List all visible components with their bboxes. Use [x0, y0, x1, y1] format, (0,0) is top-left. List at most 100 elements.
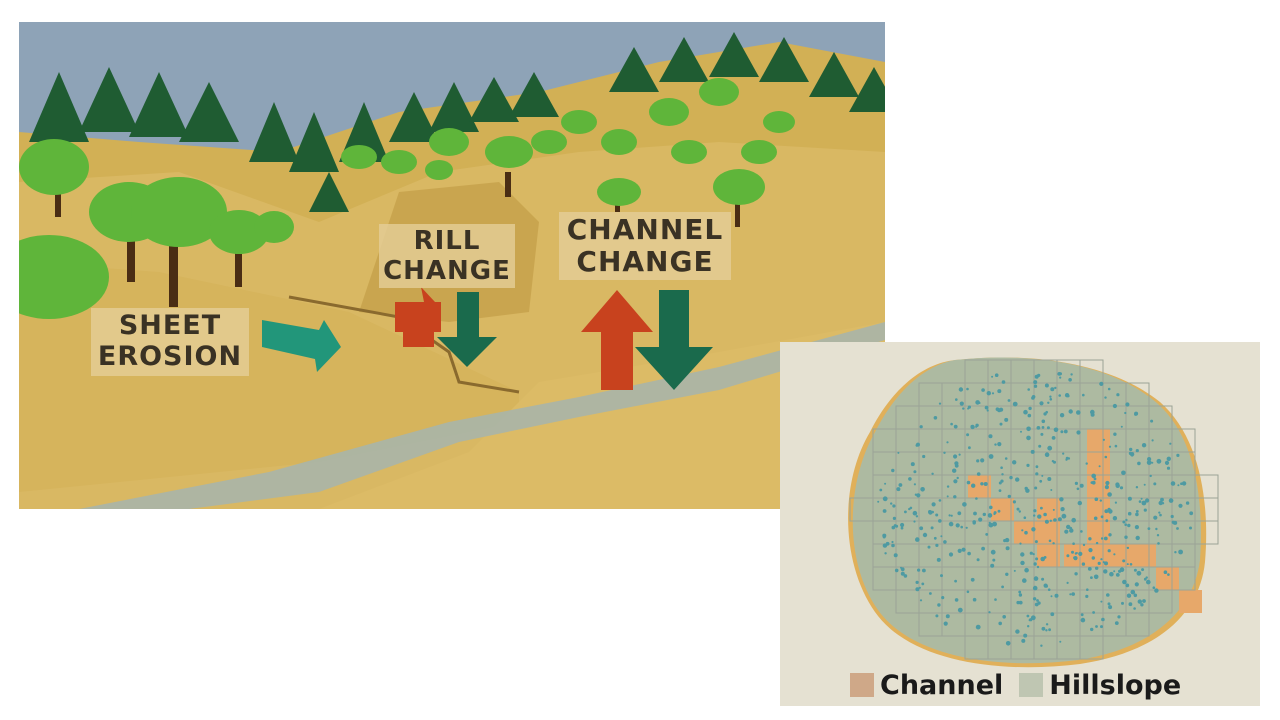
sample-point: [1007, 399, 1011, 402]
sample-point: [1107, 549, 1111, 553]
sample-point: [1104, 561, 1108, 566]
sample-point: [1134, 411, 1139, 416]
sample-point: [1127, 511, 1132, 516]
sample-point: [940, 574, 943, 578]
rill-change-label-line2: CHANGE: [383, 256, 511, 286]
sample-point: [929, 592, 932, 595]
sample-point: [1113, 432, 1117, 436]
sample-point: [910, 462, 915, 467]
sample-point: [953, 479, 958, 484]
sample-point: [989, 505, 993, 510]
sample-point: [890, 502, 893, 505]
sample-point: [1026, 463, 1030, 467]
sample-point: [1095, 625, 1098, 628]
sample-point: [1059, 376, 1062, 379]
sample-point: [919, 425, 923, 429]
sample-point: [980, 482, 984, 486]
sample-point: [909, 506, 913, 510]
sample-point: [1054, 593, 1059, 598]
sample-point: [1156, 534, 1160, 537]
sample-point: [1174, 551, 1177, 554]
sample-point: [1141, 443, 1147, 448]
sample-point: [1071, 550, 1074, 554]
sample-point: [1100, 537, 1104, 540]
sample-point: [913, 483, 916, 486]
sample-point: [1112, 403, 1117, 409]
sample-point: [990, 549, 996, 555]
sample-point: [1100, 625, 1103, 629]
sample-point: [1024, 486, 1028, 491]
sample-point: [1052, 542, 1055, 545]
sample-point: [1063, 429, 1068, 434]
sample-point: [1016, 600, 1020, 605]
sample-point: [1086, 588, 1089, 591]
sample-point: [891, 540, 894, 544]
sample-point: [1160, 497, 1164, 502]
sample-point: [1033, 509, 1037, 513]
sample-point: [988, 434, 993, 439]
sample-point: [1092, 611, 1095, 614]
sample-point: [1090, 576, 1093, 579]
sample-point: [1093, 477, 1097, 481]
sample-point: [972, 597, 977, 602]
sample-point: [1019, 542, 1022, 545]
sample-point: [1100, 600, 1103, 603]
sample-point: [1064, 529, 1069, 534]
broadleaf-trees: [19, 78, 795, 319]
sample-point: [1067, 457, 1071, 460]
sample-point: [892, 504, 896, 508]
sample-point: [954, 598, 959, 602]
sample-point: [990, 563, 995, 568]
sample-point: [908, 477, 912, 481]
sample-point: [1082, 393, 1085, 397]
sample-point: [892, 516, 896, 520]
sample-point: [941, 596, 945, 600]
sample-point: [1026, 435, 1031, 441]
sample-point: [1167, 573, 1170, 576]
sample-point: [1115, 573, 1120, 577]
sample-point: [900, 522, 905, 528]
legend: Channel Hillslope: [850, 669, 1181, 701]
sample-point: [1107, 492, 1112, 497]
sample-point: [1129, 447, 1133, 452]
sample-point: [884, 552, 887, 555]
sample-point: [1074, 481, 1078, 485]
sample-point: [1152, 586, 1156, 589]
sample-point: [1130, 589, 1136, 595]
sample-point: [1032, 585, 1038, 591]
sample-point: [1155, 527, 1158, 531]
sample-point: [1109, 571, 1114, 577]
sample-point: [1107, 507, 1111, 511]
sample-point: [1140, 497, 1143, 500]
sample-point: [1113, 570, 1116, 573]
sample-point: [1117, 615, 1121, 619]
sample-point: [1170, 481, 1176, 486]
sample-point: [1044, 383, 1049, 388]
sample-point: [986, 391, 991, 396]
sample-point: [1059, 372, 1062, 376]
sample-point: [1005, 641, 1011, 646]
sample-point: [1047, 401, 1050, 404]
sample-point: [1180, 482, 1183, 485]
sample-point: [916, 493, 921, 498]
sample-point: [966, 433, 970, 437]
sample-point: [1150, 419, 1154, 423]
sample-point: [938, 402, 942, 405]
sample-point: [997, 509, 1001, 513]
sample-point: [988, 454, 994, 459]
catchment-map: [848, 357, 1219, 668]
sample-point: [1135, 512, 1139, 517]
sample-point: [970, 424, 975, 430]
sample-point: [1043, 412, 1047, 416]
sample-point: [967, 405, 971, 409]
sample-point: [1098, 465, 1101, 468]
sample-point: [1026, 614, 1030, 618]
sample-point: [900, 566, 902, 569]
sample-point: [992, 558, 996, 562]
sample-point: [1000, 466, 1003, 469]
sample-point: [1070, 373, 1073, 376]
sample-point: [1054, 386, 1057, 390]
sheet-erosion-arrow: [262, 320, 341, 372]
sample-point: [921, 582, 925, 586]
sample-point: [896, 487, 901, 492]
